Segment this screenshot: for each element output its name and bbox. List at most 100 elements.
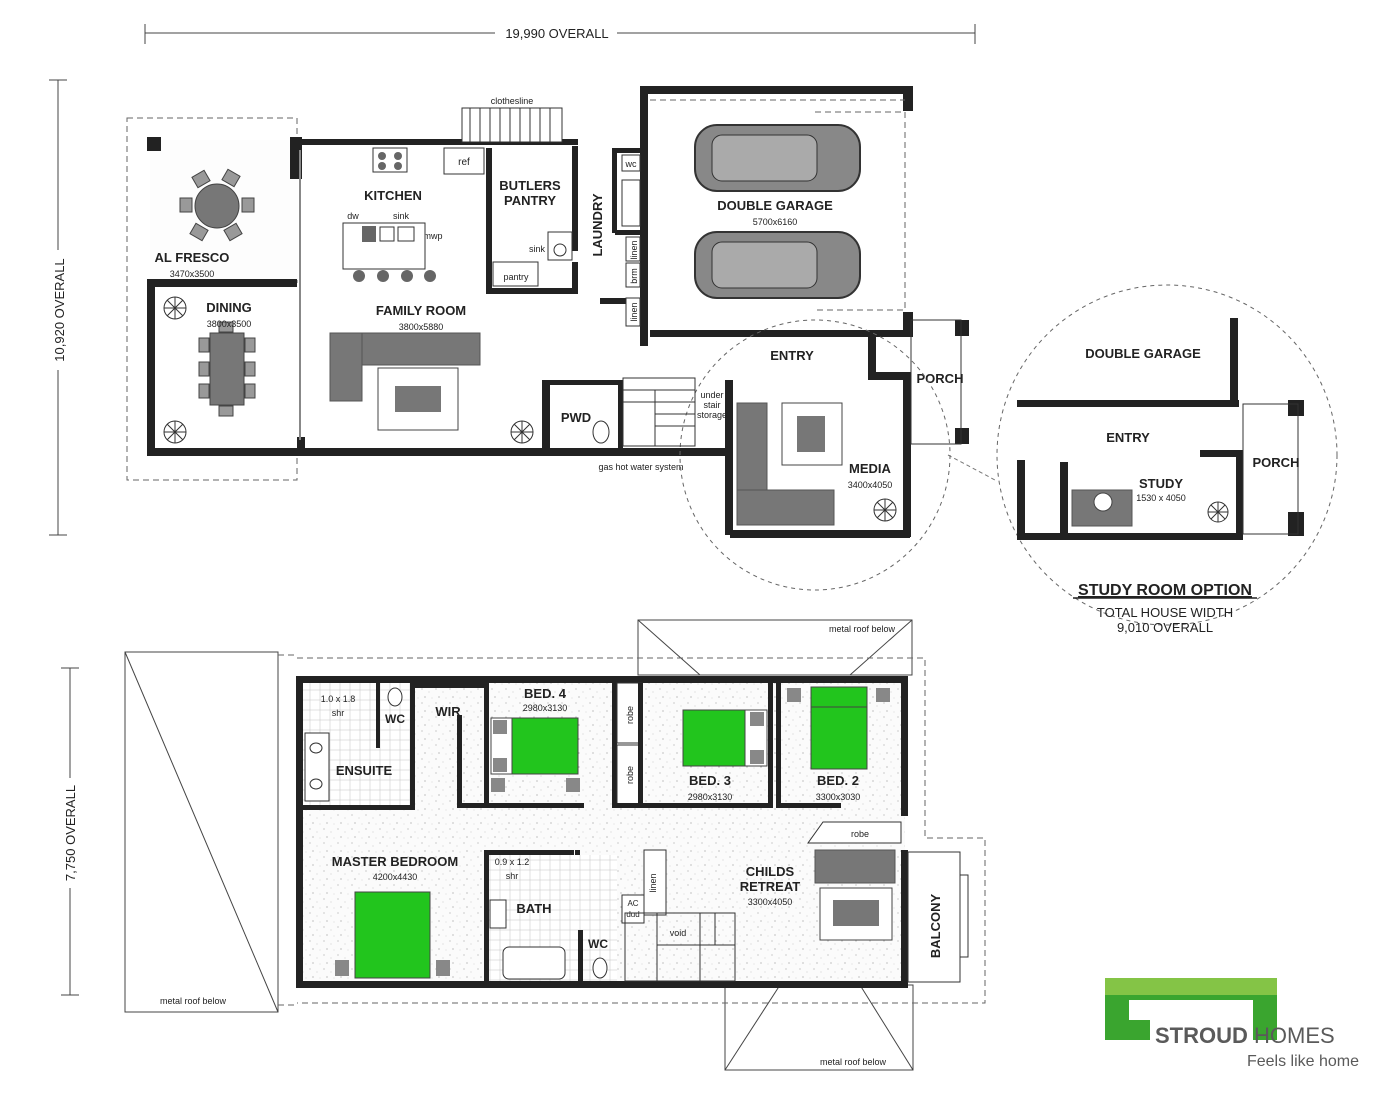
ensuite-shower-size: 1.0 x 1.8	[321, 694, 356, 704]
bath-shr-label: shr	[506, 871, 519, 881]
brm-label: brm	[629, 268, 639, 284]
kitchen-island	[342, 222, 436, 282]
bed2-robe: robe	[851, 829, 869, 839]
dw-label: dw	[347, 211, 359, 221]
brand-tagline: Feels like home	[1247, 1053, 1359, 1070]
entry-label: ENTRY	[770, 348, 814, 363]
stair-label: stair	[703, 400, 720, 410]
clothesline	[461, 107, 563, 143]
family-room-label: FAMILY ROOM	[376, 303, 466, 318]
upper-depth-label: 7,750 OVERALL	[63, 785, 78, 881]
linen-label-2: linen	[629, 302, 639, 321]
pwd-label: PWD	[561, 410, 591, 425]
bath-shower-size: 0.9 x 1.2	[495, 857, 530, 867]
butlers-label-2: PANTRY	[504, 193, 556, 208]
bed3-size: 2980x3130	[688, 792, 733, 802]
wc-label: wc	[625, 159, 637, 169]
family-room-size: 3800x5880	[399, 322, 444, 332]
study-option-callout	[679, 319, 951, 591]
bath-label: BATH	[516, 901, 551, 916]
study-label: STUDY	[1139, 476, 1183, 491]
laundry-label: LAUNDRY	[590, 193, 605, 256]
upper-stairs	[624, 912, 736, 982]
void-label: void	[670, 928, 687, 938]
ground-floor: clothesline AL FRESCO 3470x3500	[126, 86, 996, 591]
media-sofa	[736, 402, 843, 526]
alfresco-size: 3470x3500	[170, 269, 215, 279]
fridge	[443, 147, 485, 175]
master-size: 4200x4430	[373, 872, 418, 882]
dining-table	[198, 321, 256, 417]
media-size: 3400x4050	[848, 480, 893, 490]
dining-label: DINING	[206, 300, 252, 315]
bed4-robe: robe	[625, 706, 635, 724]
bed4-bed	[490, 717, 580, 792]
upper-depth-dimension: 7,750 OVERALL	[60, 667, 80, 996]
dud-label: dud	[626, 910, 639, 919]
garage-size: 5700x6160	[753, 217, 798, 227]
retreat-sofa	[814, 849, 896, 941]
childs-label-1: CHILDS	[746, 864, 795, 879]
study-option-subtitle-1: TOTAL HOUSE WIDTH	[1097, 605, 1233, 620]
study-porch-label: PORCH	[1253, 455, 1300, 470]
master-label: MASTER BEDROOM	[332, 854, 458, 869]
plant-icon	[163, 420, 187, 444]
alfresco-label: AL FRESCO	[155, 250, 230, 265]
bath-wc-label: WC	[588, 937, 608, 951]
bed2-label: BED. 2	[817, 773, 859, 788]
metal-roof-label-top: metal roof below	[829, 624, 896, 634]
metal-roof-label-bottom: metal roof below	[820, 1057, 887, 1067]
stairs	[622, 377, 696, 447]
ground-depth-dimension: 10,920 OVERALL	[48, 79, 68, 536]
childs-label-2: RETREAT	[740, 879, 800, 894]
linen-label: linen	[629, 240, 639, 259]
childs-size: 3300x4050	[748, 897, 793, 907]
study-room-option: DOUBLE GARAGE ENTRY PORCH STUDY 1530 x 4…	[996, 284, 1338, 635]
ground-depth-label: 10,920 OVERALL	[52, 258, 67, 361]
plant-icon	[1207, 501, 1229, 523]
upper-floor: metal roof below metal roof below metal …	[124, 619, 986, 1071]
study-entry-label: ENTRY	[1106, 430, 1150, 445]
ref-label: ref	[458, 157, 470, 168]
overall-width-dimension: 19,990 OVERALL	[144, 24, 976, 44]
plant-icon	[163, 296, 187, 320]
study-option-title: STUDY ROOM OPTION	[1078, 582, 1252, 599]
bed3-bed	[682, 709, 768, 767]
master-bed	[335, 891, 450, 979]
mwp-label: mwp	[423, 231, 442, 241]
bed2-bed	[787, 686, 890, 770]
bed3-label: BED. 3	[689, 773, 731, 788]
bed4-size: 2980x3130	[523, 703, 568, 713]
storage-label: storage	[697, 410, 727, 420]
cooktop	[372, 147, 408, 173]
media-label: MEDIA	[849, 461, 892, 476]
study-option-subtitle-2: 9,010 OVERALL	[1117, 620, 1213, 635]
ensuite-label: ENSUITE	[336, 763, 393, 778]
garage-label: DOUBLE GARAGE	[717, 198, 833, 213]
car-icon	[694, 124, 861, 192]
plant-icon	[510, 420, 534, 444]
porch-label: PORCH	[917, 371, 964, 386]
brand-name-bold: STROUD	[1155, 1023, 1248, 1048]
bed3-robe: robe	[625, 766, 635, 784]
gas-hot-water-label: gas hot water system	[598, 462, 683, 472]
butlers-label-1: BUTLERS	[499, 178, 561, 193]
sink-label: sink	[393, 211, 410, 221]
dining-size: 3800x3500	[207, 319, 252, 329]
bed2-size: 3300x3030	[816, 792, 861, 802]
bath-linen-label: linen	[648, 873, 658, 892]
wir-label: WIR	[435, 704, 461, 719]
bed4-label: BED. 4	[524, 686, 567, 701]
pantry-sink-label: sink	[529, 244, 546, 254]
ac-label: AC	[627, 899, 638, 908]
metal-roof-label-left: metal roof below	[160, 996, 227, 1006]
balcony-label: BALCONY	[928, 894, 943, 959]
stroud-homes-logo: STROUD HOMES Feels like home	[1105, 978, 1359, 1070]
study-garage-label: DOUBLE GARAGE	[1085, 346, 1201, 361]
ensuite-shr-label: shr	[332, 708, 345, 718]
pantry-label: pantry	[503, 272, 529, 282]
brand-name-light: HOMES	[1254, 1023, 1335, 1048]
kitchen-label: KITCHEN	[364, 188, 422, 203]
alfresco-table	[179, 168, 255, 242]
